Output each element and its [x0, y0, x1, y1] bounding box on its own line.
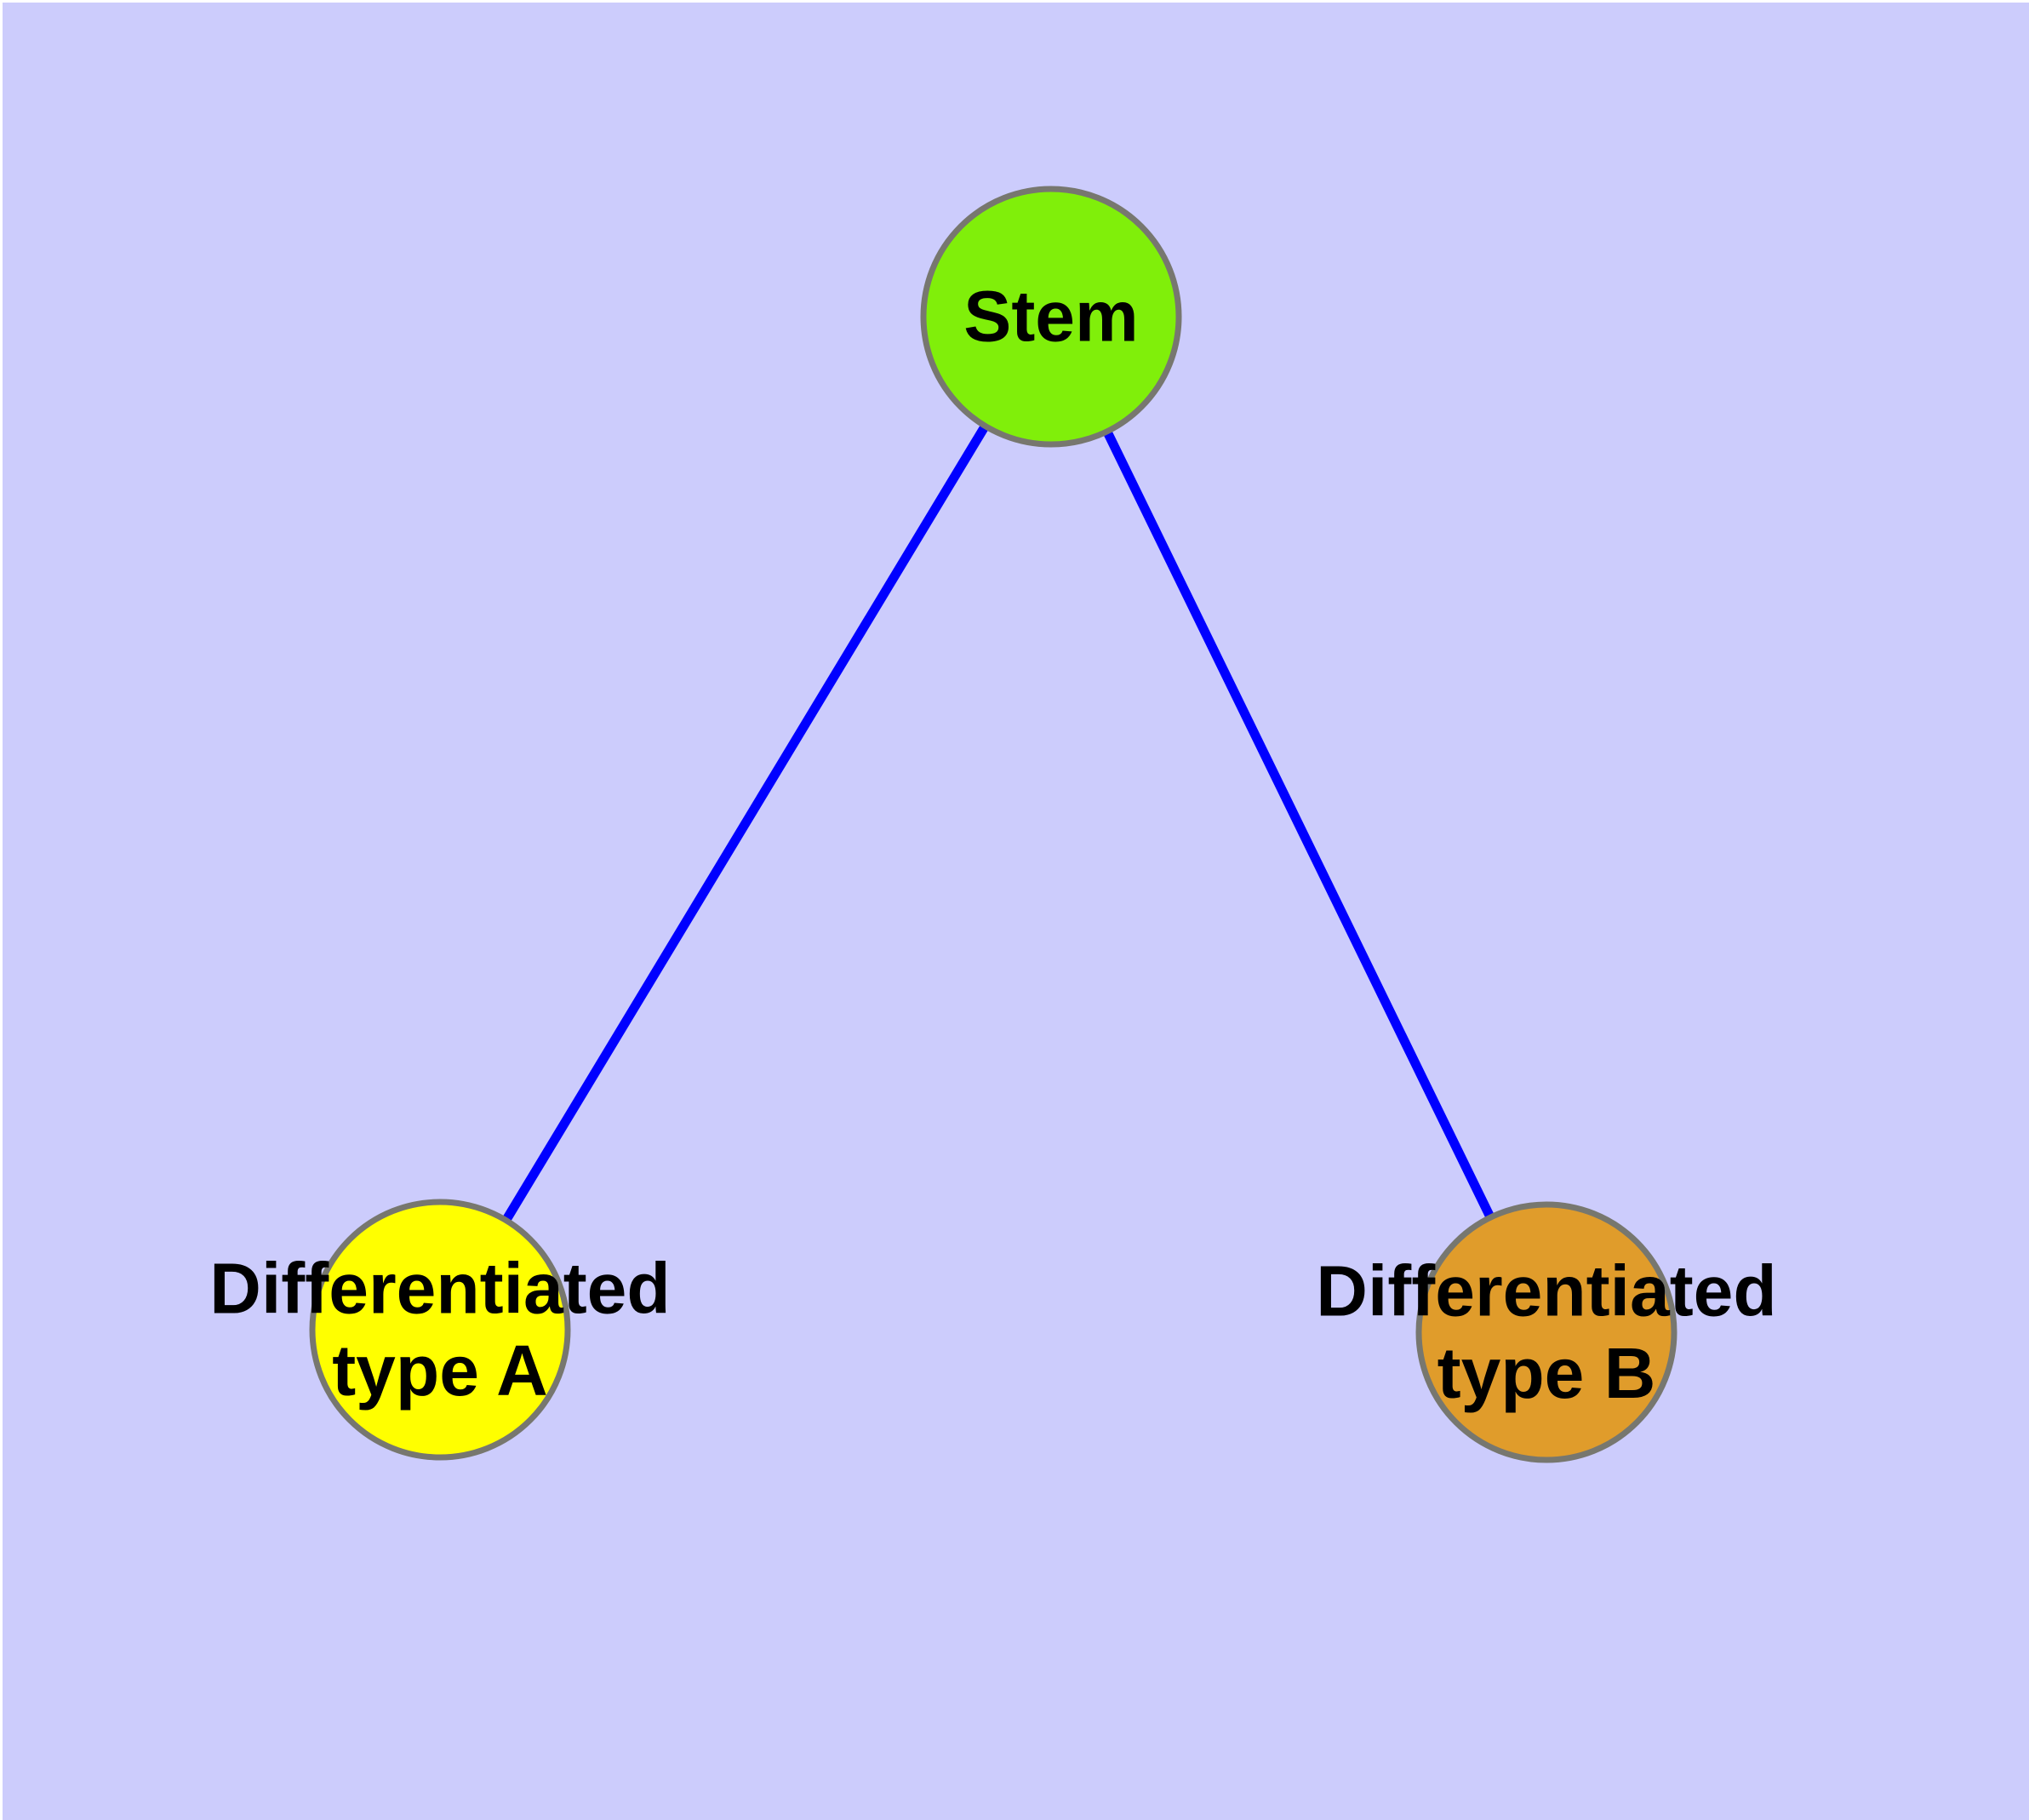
graph-node-label-line: type A	[332, 1331, 548, 1411]
graph-node-label-line: Differentiated	[1316, 1251, 1776, 1331]
graph-node-label-line: type B	[1437, 1333, 1656, 1413]
edges-layer	[436, 314, 1551, 1335]
graph-node-diff_a[interactable]	[309, 1199, 571, 1461]
nodes-layer	[309, 186, 1677, 1463]
graph-edge-stem-diff_a[interactable]	[436, 314, 1055, 1332]
graph-node-label-line: Stem	[963, 277, 1138, 357]
graph-node-diff_b[interactable]	[1415, 1201, 1677, 1463]
graph-edge-stem-diff_b[interactable]	[1047, 314, 1551, 1335]
graph-node-label-line: Differentiated	[209, 1248, 670, 1328]
graph-node-stem[interactable]	[920, 186, 1182, 448]
graph-node-label-stem: Stem	[963, 277, 1138, 357]
